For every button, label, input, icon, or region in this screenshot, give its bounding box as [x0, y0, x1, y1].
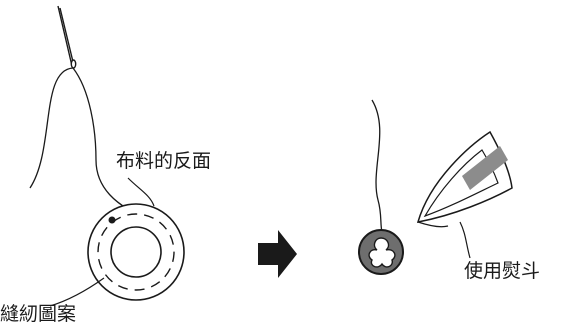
use-iron-pointer — [459, 221, 471, 259]
embroidery-patch — [87, 203, 185, 301]
thread-line — [29, 67, 134, 213]
use-iron-label: 使用熨斗 — [464, 260, 541, 282]
fabric-back-pointer — [127, 177, 155, 207]
embroidery-pattern-label: 縫紉圖案 — [0, 303, 77, 325]
iron-icon — [416, 130, 513, 228]
fabric-back-label: 布料的反面 — [116, 150, 212, 172]
thread-line-right — [371, 99, 383, 233]
patch-under-iron — [358, 229, 404, 275]
arrow-right-icon — [258, 230, 297, 278]
embroidery-pattern-pointer — [49, 277, 105, 307]
needle-icon — [57, 5, 77, 69]
